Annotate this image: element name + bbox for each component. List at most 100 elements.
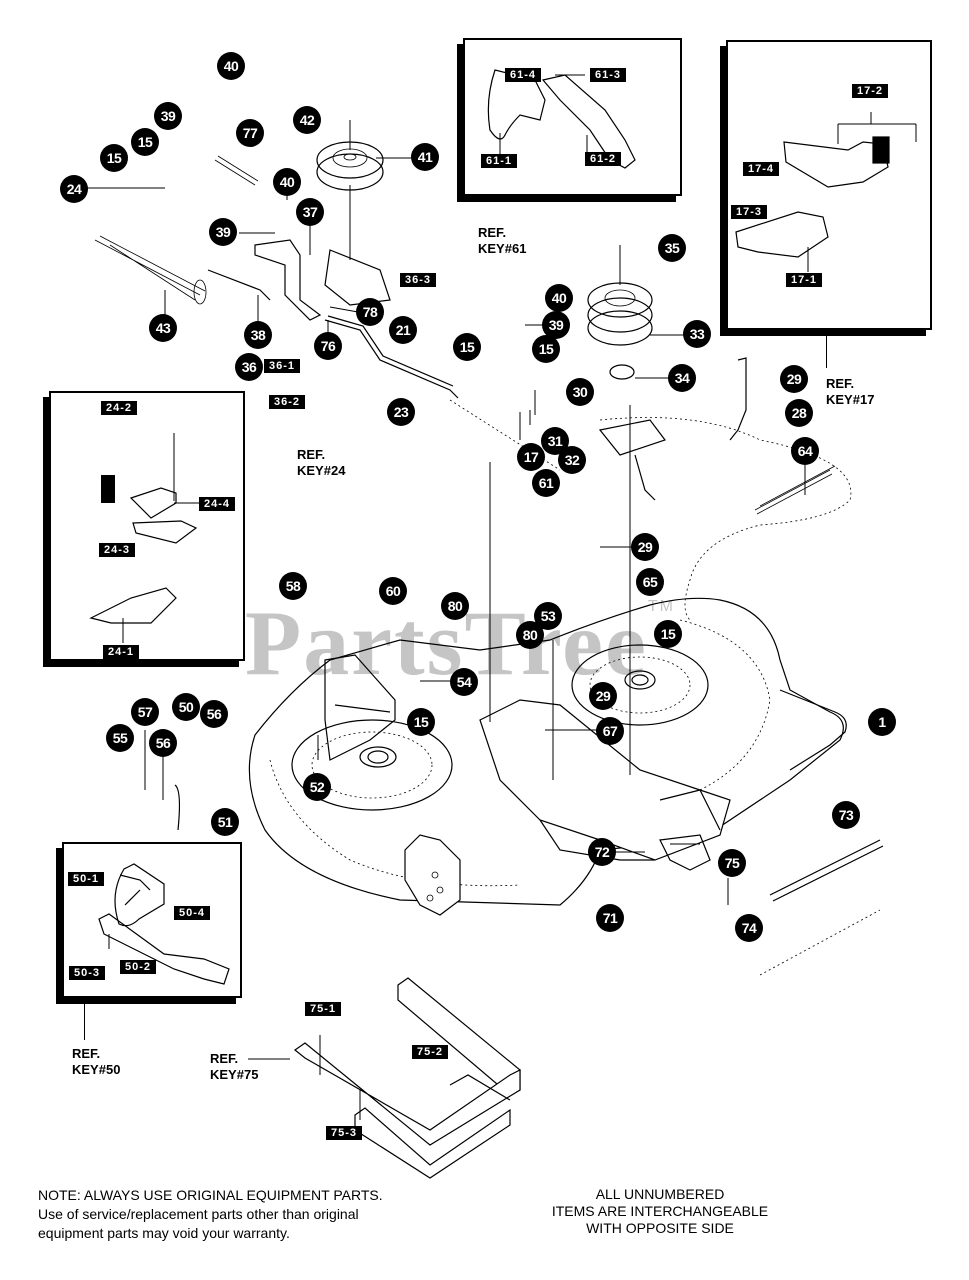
callout-67[interactable]: 67 — [596, 717, 624, 745]
callout-60[interactable]: 60 — [379, 577, 407, 605]
sublabel-50-3[interactable]: 50-3 — [69, 966, 106, 980]
sublabel-24-3[interactable]: 24-3 — [99, 543, 136, 557]
callout-29-low[interactable]: 29 — [589, 682, 617, 710]
callout-58[interactable]: 58 — [279, 572, 307, 600]
callout-15-c[interactable]: 15 — [453, 333, 481, 361]
callout-24[interactable]: 24 — [60, 175, 88, 203]
ref-key-24: REF. KEY#24 — [297, 447, 346, 478]
callout-15-b[interactable]: 15 — [100, 144, 128, 172]
callout-29-mid[interactable]: 29 — [631, 533, 659, 561]
callout-56-a[interactable]: 56 — [200, 700, 228, 728]
sublabel-36-3[interactable]: 36-3 — [400, 273, 437, 287]
callout-72[interactable]: 72 — [588, 838, 616, 866]
sublabel-75-3[interactable]: 75-3 — [326, 1126, 363, 1140]
sublabel-50-4[interactable]: 50-4 — [174, 906, 211, 920]
sublabel-75-2[interactable]: 75-2 — [412, 1045, 449, 1059]
sublabel-50-1[interactable]: 50-1 — [68, 872, 105, 886]
sublabel-61-3[interactable]: 61-3 — [590, 68, 627, 82]
callout-39-mid[interactable]: 39 — [209, 218, 237, 246]
callout-15-f[interactable]: 15 — [407, 708, 435, 736]
sublabel-36-1[interactable]: 36-1 — [264, 359, 301, 373]
sublabel-17-3[interactable]: 17-3 — [731, 205, 768, 219]
sublabel-17-1[interactable]: 17-1 — [786, 273, 823, 287]
callout-74[interactable]: 74 — [735, 914, 763, 942]
interchangeable-note: ALL UNNUMBERED ITEMS ARE INTERCHANGEABLE… — [551, 1186, 769, 1236]
sublabel-61-4[interactable]: 61-4 — [505, 68, 542, 82]
callout-29-top[interactable]: 29 — [780, 365, 808, 393]
callout-39-top[interactable]: 39 — [154, 102, 182, 130]
callout-1[interactable]: 1 — [868, 708, 896, 736]
callout-57[interactable]: 57 — [131, 698, 159, 726]
callout-40-mid[interactable]: 40 — [273, 168, 301, 196]
deck-shell — [248, 597, 844, 906]
inset-61-art — [487, 69, 636, 169]
callout-61[interactable]: 61 — [532, 469, 560, 497]
callout-17[interactable]: 17 — [517, 443, 545, 471]
callout-41[interactable]: 41 — [411, 143, 439, 171]
sublabel-75-1[interactable]: 75-1 — [305, 1002, 342, 1016]
sublabel-61-1[interactable]: 61-1 — [481, 154, 518, 168]
callout-43[interactable]: 43 — [149, 314, 177, 342]
callout-40-top[interactable]: 40 — [217, 52, 245, 80]
callout-77[interactable]: 77 — [236, 119, 264, 147]
sublabel-50-2[interactable]: 50-2 — [120, 960, 157, 974]
sublabel-24-2[interactable]: 24-2 — [101, 401, 138, 415]
callout-65[interactable]: 65 — [636, 568, 664, 596]
callout-35[interactable]: 35 — [658, 234, 686, 262]
callout-15-e[interactable]: 15 — [654, 620, 682, 648]
callout-54[interactable]: 54 — [450, 668, 478, 696]
spring-43 — [94, 235, 206, 301]
callout-71[interactable]: 71 — [596, 904, 624, 932]
callout-76[interactable]: 76 — [314, 332, 342, 360]
sublabel-17-4[interactable]: 17-4 — [743, 162, 780, 176]
left-spindle — [291, 719, 453, 811]
inset-17-art — [735, 112, 917, 272]
callout-55[interactable]: 55 — [106, 724, 134, 752]
callout-80-a[interactable]: 80 — [441, 592, 469, 620]
callout-73[interactable]: 73 — [832, 801, 860, 829]
callout-50[interactable]: 50 — [172, 693, 200, 721]
spring-64 — [754, 465, 836, 515]
callout-15-d[interactable]: 15 — [532, 335, 560, 363]
callout-21[interactable]: 21 — [389, 316, 417, 344]
pulley-33 — [587, 282, 653, 318]
ref-key-50: REF. KEY#50 — [72, 1046, 121, 1077]
callout-39-right[interactable]: 39 — [542, 311, 570, 339]
sublabel-36-2[interactable]: 36-2 — [269, 395, 306, 409]
callout-34[interactable]: 34 — [668, 364, 696, 392]
callout-31[interactable]: 31 — [541, 427, 569, 455]
idler-arm — [254, 239, 322, 321]
callout-33[interactable]: 33 — [683, 320, 711, 348]
callout-80-b[interactable]: 80 — [516, 621, 544, 649]
callout-36[interactable]: 36 — [235, 353, 263, 381]
callout-51[interactable]: 51 — [211, 808, 239, 836]
rod-23 — [324, 319, 459, 399]
sublabel-24-4[interactable]: 24-4 — [199, 497, 236, 511]
inset-50-art — [98, 863, 230, 985]
callout-15-a[interactable]: 15 — [131, 128, 159, 156]
callout-23[interactable]: 23 — [387, 398, 415, 426]
inset-key-50: 50-1 50-4 50-2 50-3 — [62, 842, 242, 998]
callout-32[interactable]: 32 — [558, 446, 586, 474]
inset-key-17: 17-2 17-4 17-3 17-1 — [726, 40, 932, 330]
callout-30[interactable]: 30 — [566, 378, 594, 406]
callout-52[interactable]: 52 — [303, 773, 331, 801]
callout-75[interactable]: 75 — [718, 849, 746, 877]
ref-key-17: REF. KEY#17 — [826, 376, 875, 407]
callout-40-right[interactable]: 40 — [545, 284, 573, 312]
callout-42[interactable]: 42 — [293, 106, 321, 134]
callout-56-b[interactable]: 56 — [149, 729, 177, 757]
callout-28[interactable]: 28 — [785, 399, 813, 427]
callout-38[interactable]: 38 — [244, 321, 272, 349]
callout-64[interactable]: 64 — [791, 437, 819, 465]
inset-key-24: 24-2 24-4 24-3 24-1 — [49, 391, 245, 661]
sublabel-61-2[interactable]: 61-2 — [585, 152, 622, 166]
callout-37[interactable]: 37 — [296, 198, 324, 226]
inset-key-61: 61-4 61-3 61-1 61-2 — [463, 38, 682, 196]
callout-78[interactable]: 78 — [356, 298, 384, 326]
sublabel-24-1[interactable]: 24-1 — [103, 645, 140, 659]
ref-key-75: REF. KEY#75 — [210, 1051, 259, 1082]
sublabel-17-2[interactable]: 17-2 — [852, 84, 889, 98]
